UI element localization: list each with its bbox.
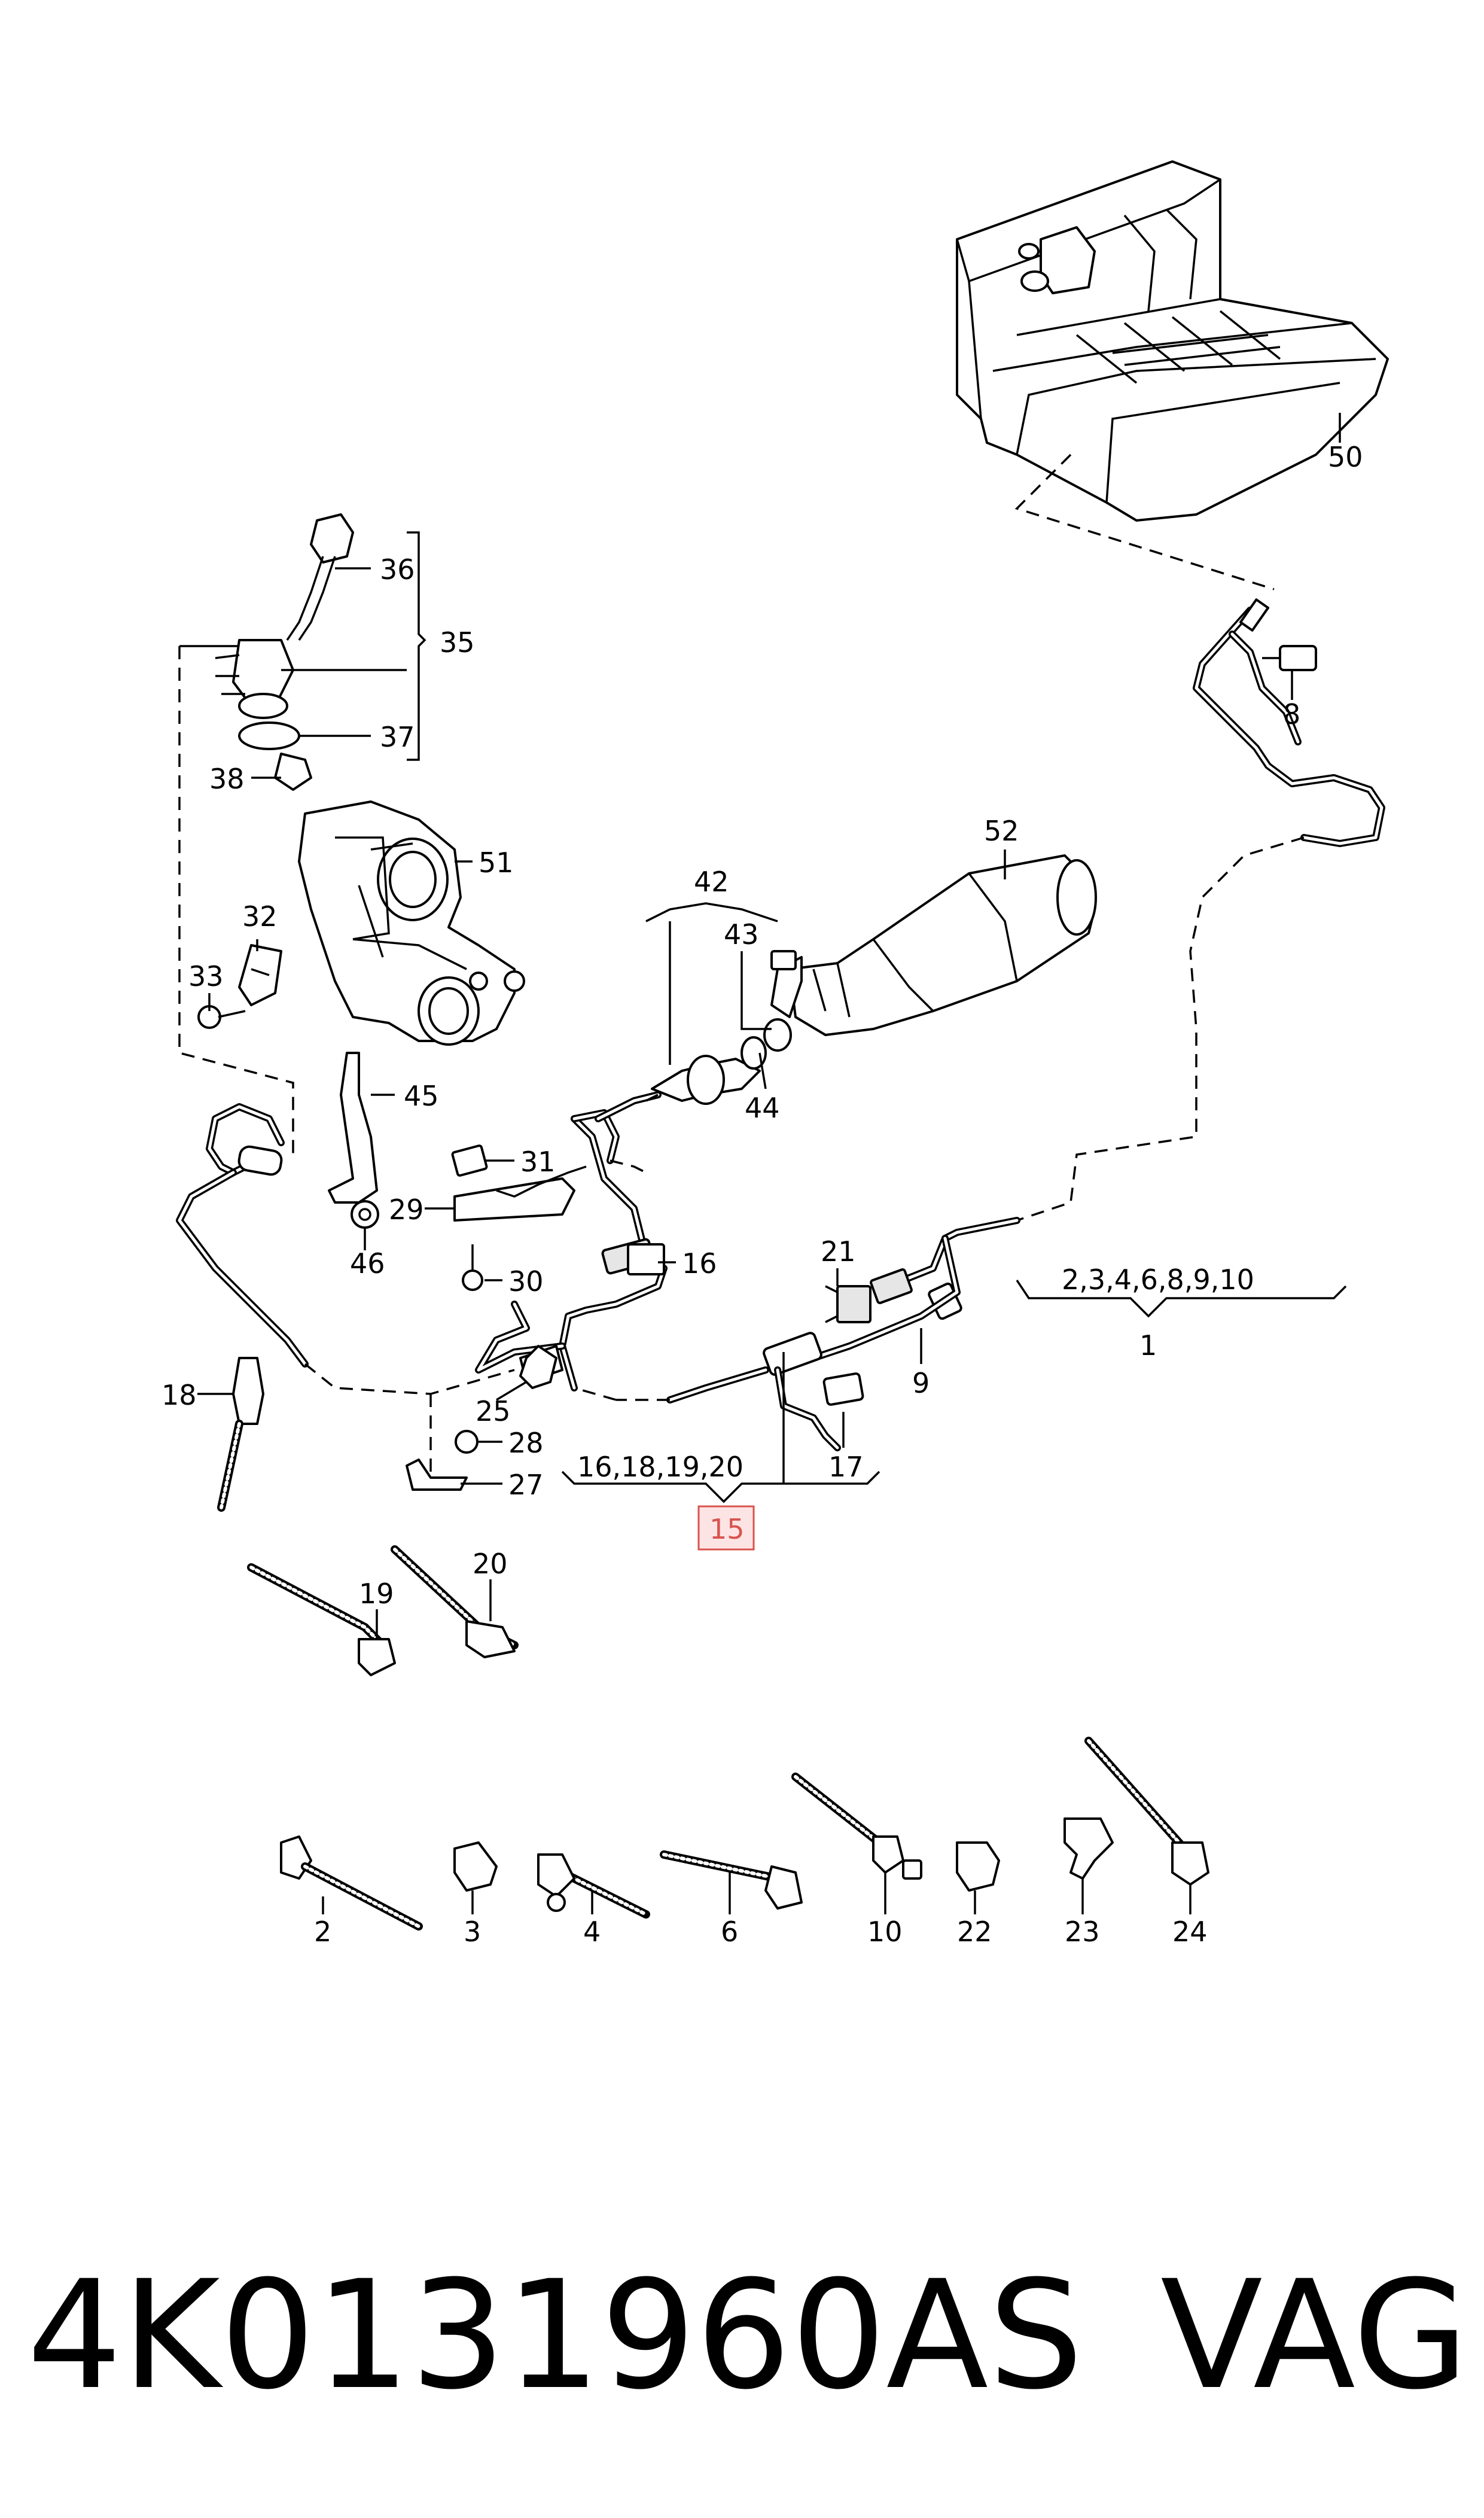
callout-30: 30	[508, 1265, 544, 1298]
highlight-label: 15	[709, 1513, 745, 1545]
callout-16: 16	[682, 1247, 717, 1280]
callout-20: 20	[473, 1548, 508, 1580]
callout-45: 45	[404, 1080, 439, 1112]
callout-8: 8	[1283, 698, 1300, 730]
callout-24: 24	[1172, 1916, 1208, 1948]
callout-29: 29	[389, 1193, 424, 1226]
adblue-tank-illustration	[956, 160, 1389, 522]
footer-part-number: 4K0131960AS	[27, 2248, 1083, 2422]
callout-2: 2	[314, 1916, 331, 1948]
callout-labels: 50 8 36 35 37 38 51 52 32 33 42 43 44 45…	[161, 441, 1363, 1948]
heated-line-illustration	[616, 598, 1385, 1451]
cable-tie-4-illustration	[537, 1853, 650, 1919]
callout-18: 18	[161, 1379, 197, 1411]
bracket-45-illustration	[328, 1052, 378, 1204]
callout-22: 22	[957, 1916, 992, 1948]
callout-21: 21	[821, 1235, 856, 1268]
callout-28: 28	[508, 1427, 544, 1459]
callout-6: 6	[721, 1916, 738, 1948]
callout-38: 38	[209, 763, 245, 795]
callout-4: 4	[583, 1916, 601, 1948]
callout-43: 43	[724, 918, 759, 951]
injector-illustration	[215, 513, 354, 791]
frame-dashed-line	[178, 646, 294, 1161]
callout-46: 46	[350, 1247, 385, 1280]
callout-19: 19	[359, 1578, 394, 1610]
callout-52: 52	[984, 815, 1019, 847]
callout-15-list: 16,18,19,20	[577, 1451, 743, 1483]
cable-tie-2-illustration	[280, 1835, 423, 1931]
clip-25-illustration	[519, 1345, 557, 1389]
bracket-27-illustration	[406, 1459, 468, 1491]
callout-25: 25	[476, 1395, 511, 1427]
callout-1-list: 2,3,4,6,8,9,10	[1062, 1263, 1254, 1296]
callout-27: 27	[508, 1469, 544, 1501]
clip-3-illustration	[453, 1841, 498, 1892]
nut-28-illustration	[455, 1430, 479, 1454]
callout-32: 32	[242, 900, 278, 933]
callout-42: 42	[694, 866, 729, 898]
cable-tie-20-illustration	[391, 1545, 519, 1658]
callout-35: 35	[440, 626, 475, 659]
callout-44: 44	[745, 1092, 780, 1124]
highlighted-callout-15[interactable]: 15	[697, 1505, 755, 1551]
injector-line-illustration	[475, 1091, 668, 1392]
bracket-29-illustration	[453, 1165, 587, 1222]
callout-37: 37	[380, 721, 415, 753]
gasket-44-illustration	[741, 1018, 792, 1070]
callout-17: 17	[828, 1451, 864, 1483]
cable-tie-10-illustration	[791, 1773, 922, 1880]
particulate-filter-illustration	[298, 800, 525, 1046]
tank-leader-line	[1014, 453, 1275, 590]
bracket-32-illustration	[238, 944, 282, 1006]
callout-50: 50	[1328, 441, 1363, 473]
clip-23-illustration	[1064, 1817, 1114, 1880]
callout-51: 51	[479, 847, 514, 879]
return-line-illustration	[176, 1103, 515, 1395]
callout-36: 36	[380, 553, 415, 586]
footer-brand: VAG	[1160, 2248, 1468, 2422]
catalytic-converter-illustration	[770, 854, 1097, 1036]
cable-tie-19-illustration	[247, 1563, 396, 1676]
clip-22-illustration	[956, 1841, 1000, 1892]
nox-sensor-illustration	[645, 1055, 761, 1105]
callout-10: 10	[867, 1916, 903, 1948]
leader-lines	[197, 413, 1347, 1914]
nut-46-illustration	[351, 1200, 379, 1229]
callout-23: 23	[1065, 1916, 1100, 1948]
callout-33: 33	[188, 960, 224, 992]
nut-31-illustration	[451, 1144, 488, 1177]
callout-1: 1	[1139, 1329, 1157, 1362]
callout-9: 9	[912, 1367, 930, 1399]
dashed-routing-line	[574, 1387, 617, 1401]
clamp-18-illustration	[217, 1357, 264, 1512]
callout-31: 31	[520, 1146, 556, 1178]
bolt-30-illustration	[462, 1244, 483, 1291]
bolt-33-illustration	[197, 1005, 246, 1029]
cable-tie-24-illustration	[1084, 1737, 1209, 1886]
cable-tie-6-illustration	[660, 1850, 803, 1910]
highlight-box[interactable]	[697, 1505, 755, 1551]
callout-3: 3	[464, 1916, 481, 1948]
